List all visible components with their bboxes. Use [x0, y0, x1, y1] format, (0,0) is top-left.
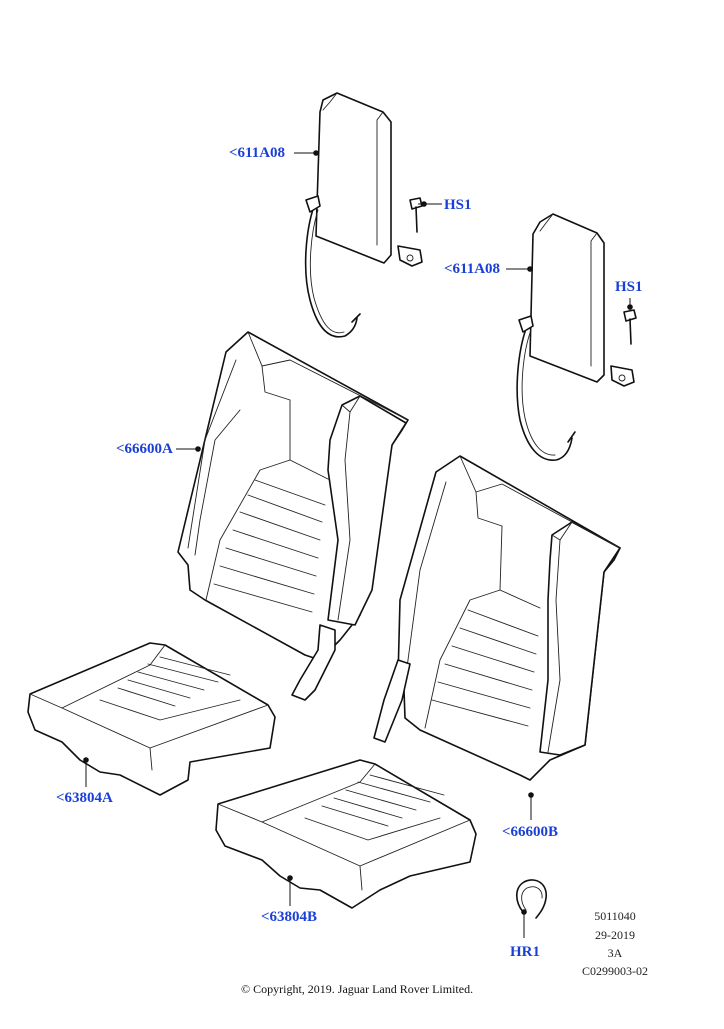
- backrest-right[interactable]: [373, 455, 621, 781]
- copyright-notice: © Copyright, 2019. Jaguar Land Rover Lim…: [241, 982, 474, 996]
- meta-code: 5011040: [594, 909, 636, 923]
- callout-cushion-right[interactable]: <63804B: [261, 909, 318, 925]
- cushion-left[interactable]: [27, 642, 276, 796]
- callout-hs1-right[interactable]: HS1: [615, 279, 643, 295]
- hook-clip-hr1[interactable]: [515, 879, 547, 919]
- callout-hs1-left[interactable]: HS1: [444, 197, 472, 213]
- callout-headrest-right[interactable]: <611A08: [444, 261, 501, 277]
- meta-date: 29-2019: [595, 928, 635, 942]
- callout-cushion-left[interactable]: <63804A: [56, 790, 113, 806]
- callout-backrest-left[interactable]: <66600A: [116, 441, 173, 457]
- leader-lines: [83, 150, 633, 938]
- meta-revision: 3A: [607, 946, 623, 960]
- headrest-left[interactable]: [304, 92, 423, 338]
- screw-hs1-right[interactable]: [623, 309, 637, 345]
- meta-drawing-number: C0299003-02: [582, 964, 648, 978]
- cushion-right[interactable]: [215, 759, 477, 909]
- callout-hr1[interactable]: HR1: [510, 944, 540, 960]
- callout-backrest-right[interactable]: <66600B: [502, 824, 559, 840]
- screw-hs1-left[interactable]: [409, 197, 423, 233]
- callout-headrest-left[interactable]: <611A08: [229, 145, 286, 161]
- headrest-right[interactable]: [516, 213, 635, 461]
- backrest-left[interactable]: [177, 331, 409, 701]
